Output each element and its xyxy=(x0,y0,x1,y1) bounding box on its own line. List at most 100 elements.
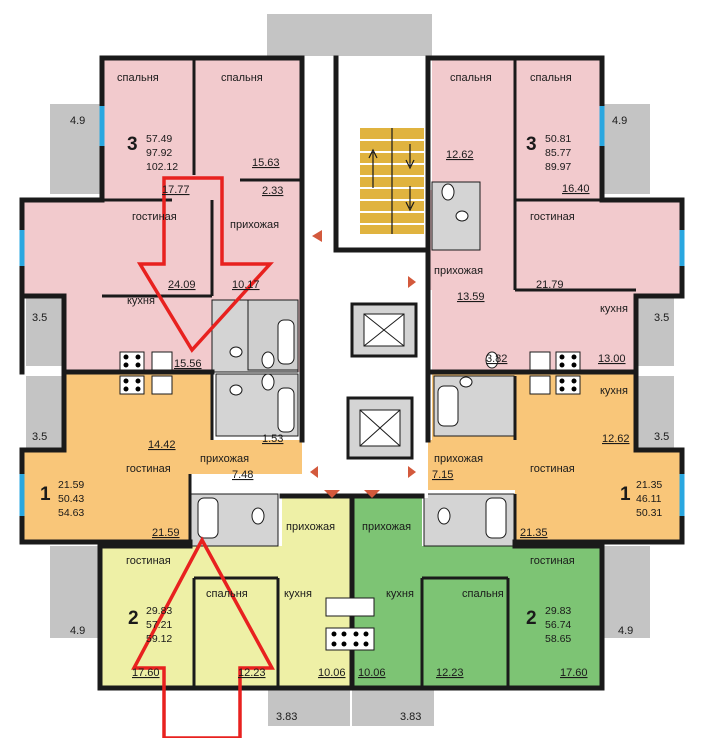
label-e-kitchen: кухня xyxy=(600,385,628,397)
apartment-sw2 xyxy=(100,496,352,688)
e1-area-2: 46.11 xyxy=(636,493,662,505)
balcony-s-left xyxy=(268,690,350,726)
balcony-area-w-upper: 3.5 xyxy=(32,312,47,324)
stair-down-arrow-2 xyxy=(405,186,415,212)
room-areas: 17.77 15.63 2.33 24.09 10.17 15.56 12.62… xyxy=(132,149,630,679)
balconies xyxy=(26,14,674,726)
apartment-w1 xyxy=(22,372,302,542)
w1-area-2: 50.43 xyxy=(58,493,84,505)
area-nw-kitchen: 15.56 xyxy=(174,358,202,370)
ne3-area-3: 89.97 xyxy=(545,161,571,173)
area-ne-hall: 13.59 xyxy=(457,291,485,303)
sink-nw xyxy=(229,346,243,358)
ne3-area-1: 50.81 xyxy=(545,133,571,145)
sink-kitchen-e xyxy=(529,375,551,395)
entrance-marker-w xyxy=(310,466,318,478)
label-w-hall: прихожая xyxy=(200,453,249,465)
kitchen-equipment xyxy=(119,351,581,651)
balcony-area-nw: 4.9 xyxy=(70,115,85,127)
area-nw-hall: 10.17 xyxy=(232,279,260,291)
stair-down-arrow xyxy=(405,144,415,170)
sink-kitchen-nw xyxy=(151,351,173,371)
sw2-room-count: 2 xyxy=(128,608,139,629)
annotation-arrows xyxy=(131,176,275,738)
area-se-bed: 12.23 xyxy=(436,667,464,679)
sink-e xyxy=(459,376,473,388)
w1-area-3: 54.63 xyxy=(58,507,84,519)
nw3-room-count: 3 xyxy=(127,134,138,155)
balcony-area-ne: 4.9 xyxy=(612,115,627,127)
se2-area-3: 58.65 xyxy=(545,633,571,645)
balcony-ne xyxy=(600,104,650,194)
sink-ne xyxy=(455,210,469,222)
entrance-marker-se xyxy=(364,490,380,498)
apartment-se2 xyxy=(352,496,602,688)
bathtub-nw xyxy=(277,319,295,365)
stove-s xyxy=(325,627,375,651)
w1-area-1: 21.59 xyxy=(58,479,84,491)
balcony-e-upper xyxy=(636,296,674,366)
balcony-s-right xyxy=(352,690,434,726)
label-sw-living: гостиная xyxy=(126,555,171,567)
balcony-w-lower xyxy=(26,376,64,448)
nw3-area-2: 97.92 xyxy=(146,147,172,159)
area-w-kitchen: 14.42 xyxy=(148,439,176,451)
balcony-area-se: 4.9 xyxy=(618,625,633,637)
sw2-area-1: 29.83 xyxy=(146,605,172,617)
balcony-area-s-left: 3.83 xyxy=(276,711,297,723)
label-ne-living: гостиная xyxy=(530,211,575,223)
area-nw-bed2: 15.63 xyxy=(252,157,280,169)
area-ne-wc: 3.82 xyxy=(486,353,507,365)
area-nw-bed1: 17.77 xyxy=(162,184,190,196)
ne3-room-count: 3 xyxy=(526,134,537,155)
label-sw-bedroom: спальня xyxy=(206,588,248,600)
area-ne-kitchen: 13.00 xyxy=(598,353,626,365)
e1-room-count: 1 xyxy=(620,484,631,505)
label-se-hall: прихожая xyxy=(362,521,411,533)
sink-w xyxy=(229,384,243,396)
area-e-kitchen: 12.62 xyxy=(602,433,630,445)
sw2-area-3: 59.12 xyxy=(146,633,172,645)
balcony-area-w-lower: 3.5 xyxy=(32,431,47,443)
entrance-marker-nw xyxy=(312,230,322,242)
se2-area-1: 29.83 xyxy=(545,605,571,617)
area-w-bath: 1.53 xyxy=(262,433,283,445)
label-nw-living: гостиная xyxy=(132,211,177,223)
e1-area-1: 21.35 xyxy=(636,479,662,491)
area-sw-kitchen: 10.06 xyxy=(318,667,346,679)
area-ne-bed1: 12.62 xyxy=(446,149,474,161)
walls xyxy=(19,55,685,691)
bathtub-w xyxy=(277,387,295,433)
label-se-living: гостиная xyxy=(530,555,575,567)
area-ne-living: 21.79 xyxy=(536,279,564,291)
ne3-area-2: 85.77 xyxy=(545,147,571,159)
entrance-markers xyxy=(310,230,416,498)
label-se-kitchen: кухня xyxy=(386,588,414,600)
stove-ne xyxy=(555,351,581,371)
area-ne-bed2: 16.40 xyxy=(562,183,590,195)
label-ne-hall: прихожая xyxy=(434,265,483,277)
toilet-ne-2 xyxy=(485,351,499,369)
apartment-ne3 xyxy=(428,58,682,372)
bathtub-se xyxy=(485,497,507,539)
sink-kitchen-s xyxy=(325,597,375,617)
area-w-living: 21.59 xyxy=(152,527,180,539)
bathtub-sw xyxy=(197,497,219,539)
apartment-summaries: 3 57.49 97.92 102.12 3 50.81 85.77 89.97… xyxy=(40,133,662,645)
balcony-area-e-upper: 3.5 xyxy=(654,312,669,324)
stove-e xyxy=(555,375,581,395)
label-ne-bedroom-1: спальня xyxy=(450,72,492,84)
balcony-areas: 4.9 4.9 3.5 3.5 3.5 3.5 4.9 4.9 3.83 3.8… xyxy=(32,115,669,723)
area-se-kitchen: 10.06 xyxy=(358,667,386,679)
balcony-area-s-right: 3.83 xyxy=(400,711,421,723)
entrance-marker-e xyxy=(408,466,416,478)
label-sw-hall: прихожая xyxy=(286,521,335,533)
area-se-living: 17.60 xyxy=(560,667,588,679)
central-core xyxy=(302,58,428,498)
stove-w xyxy=(119,375,145,395)
entrance-marker-ne xyxy=(408,276,416,288)
label-nw-bedroom-1: спальня xyxy=(117,72,159,84)
balcony-e-lower xyxy=(636,376,674,448)
label-w-living: гостиная xyxy=(126,463,171,475)
